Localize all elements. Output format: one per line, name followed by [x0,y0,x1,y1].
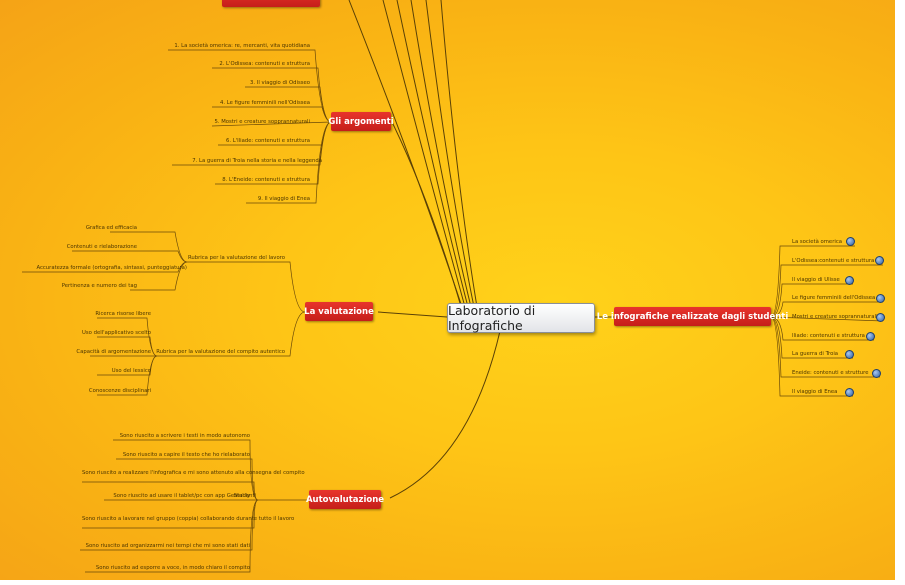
argomento-item[interactable]: 2. L'Odissea: contenuti e struttura [219,61,310,67]
argomento-item[interactable]: 8. L'Eneide: contenuti e struttura [222,177,310,183]
autovalutazione-item[interactable]: Sono riuscito ad esporre a voce, in modo… [95,565,250,571]
topic-gli-argomenti[interactable]: Gli argomenti [328,112,394,131]
topic-la-valutazione[interactable]: La valutazione [304,302,374,321]
globe-link-icon[interactable] [876,294,885,303]
globe-link-icon[interactable] [846,237,855,246]
globe-link-icon[interactable] [872,369,881,378]
argomento-item[interactable]: 4. Le figure femminili nell'Odissea [219,100,310,106]
infografica-item[interactable]: Mostri e creature soprannaturali [792,314,878,320]
rubrica-item[interactable]: Conoscenze disciplinari [88,388,151,394]
infografica-item[interactable]: La guerra di Troia [792,351,839,357]
rubrica-item[interactable]: Ricerca risorse libere [95,311,151,317]
infografica-item[interactable]: Iliade: contenuti e struttura [792,333,865,339]
autovalutazione-item[interactable]: Sono riuscito a scrivere i testi in modo… [119,433,250,439]
topic-infografiche[interactable]: Le infografiche realizzate dagli student… [597,307,788,326]
autovalutazione-item[interactable]: Sono riuscito ad organizzarmi nei tempi … [85,543,250,549]
rubrica-item[interactable]: Uso dell'applicativo scelto [82,330,151,336]
globe-link-icon[interactable] [845,350,854,359]
infografica-item[interactable]: L'Odissea:contenuti e struttura [792,258,875,264]
topic-offscreen[interactable] [222,0,320,7]
globe-link-icon[interactable] [876,313,885,322]
argomento-item[interactable]: 1. La società omerica: re, mercanti, vit… [174,43,310,49]
topic-autovalutazione[interactable]: Autovalutazione [306,490,384,509]
globe-link-icon[interactable] [875,256,884,265]
globe-link-icon[interactable] [845,388,854,397]
autovalutazione-item[interactable]: Sono riuscito a capire il testo che ho r… [122,452,250,458]
rubrica-item[interactable]: Pertinenza e numero dei tag [61,283,137,289]
infografica-item[interactable]: Il viaggio di Enea [792,389,838,395]
argomento-item[interactable]: 9. Il viaggio di Enea [257,196,310,202]
argomento-item[interactable]: 5. Mostri e creature sopprannaturali [214,119,311,125]
globe-link-icon[interactable] [845,276,854,285]
autovalutazione-item[interactable]: Sono riuscito a realizzare l'infografica… [82,470,305,476]
rubrica-lavoro[interactable]: Rubrica per la valutazione del lavoro [187,255,285,261]
autovalutazione-item[interactable]: Sono riuscito a lavorare nel gruppo (cop… [82,516,295,522]
rubrica-item[interactable]: Grafica ed efficacia [85,225,137,231]
globe-link-icon[interactable] [866,332,875,341]
rubrica-item[interactable]: Accuratezza formale (ortografia, sintass… [36,265,187,271]
rubrica-compito[interactable]: Rubrica per la valutazione del compito a… [156,349,285,355]
central-topic[interactable]: Laboratorio di Infografiche [447,303,595,333]
infografica-item[interactable]: La società omerica [792,239,842,245]
autovalutazione-group[interactable]: Studenti [233,493,256,499]
infografica-item[interactable]: Le figure femminili dell'Odissea [792,295,876,301]
infografica-item[interactable]: Il viaggio di Ulisse [792,277,840,283]
rubrica-item[interactable]: Contenuti e rielaborazione [66,244,137,250]
autovalutazione-item[interactable]: Sono riuscito ad usare il tablet/pc con … [113,493,250,499]
argomento-item[interactable]: 3. Il viaggio di Odisseo [250,80,310,86]
rubrica-item[interactable]: Capacità di argomentazione [76,349,151,355]
argomento-item[interactable]: 7. La guerra di Troia nella storia e nel… [192,158,322,164]
infografica-item[interactable]: Eneide: contenuti e strutture [792,370,869,376]
argomento-item[interactable]: 6. L'Iliade: contenuti e struttura [225,138,310,144]
rubrica-item[interactable]: Uso del lessico [111,368,151,374]
